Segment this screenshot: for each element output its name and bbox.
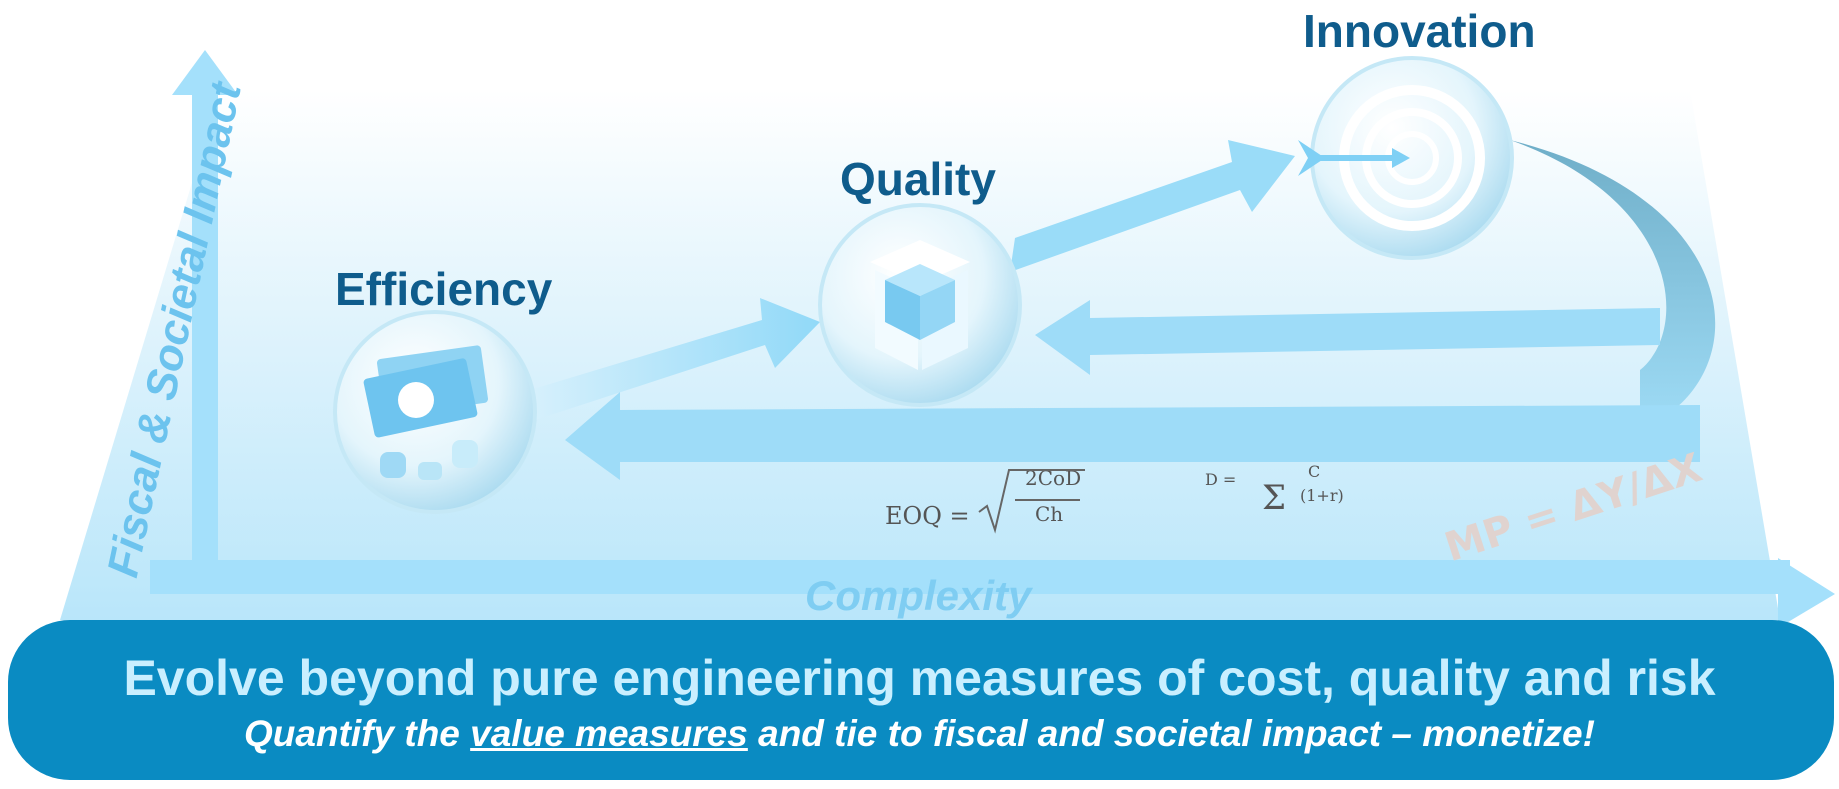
formula-eoq-denominator: Ch [1035, 502, 1064, 526]
banner-subtitle-post: and tie to fiscal and societal impact – … [747, 713, 1595, 754]
banner-subtitle: Quantify the value measures and tie to f… [0, 713, 1839, 755]
node-innovation-bubble [1298, 56, 1514, 260]
formula-eoq-left: EOQ = [885, 502, 970, 530]
arrow-return-to-efficiency [565, 392, 1700, 480]
y-axis-arrowhead [172, 50, 238, 95]
arrow-return-to-quality [1035, 300, 1660, 375]
x-axis-arrowhead [1778, 558, 1835, 628]
x-axis-shaft [150, 560, 1790, 594]
node-quality-bubble [818, 203, 1022, 407]
formula-npv-numerator: C [1308, 462, 1321, 481]
banner-subtitle-pre: Quantify the [244, 713, 471, 754]
arrow-quality-to-innovation [1010, 140, 1295, 272]
formula-npv-denominator: (1+r) [1300, 486, 1344, 505]
curve-return-arrow [1510, 140, 1716, 430]
banner-subtitle-underlined: value measures [470, 713, 748, 754]
y-axis-shaft [192, 88, 218, 578]
formula-npv-left: D = [1205, 470, 1237, 489]
node-label-innovation: Innovation [1303, 5, 1536, 57]
node-label-efficiency: Efficiency [335, 263, 553, 315]
formula-npv-sigma: Σ [1262, 478, 1287, 518]
node-label-quality: Quality [840, 153, 996, 205]
formula-eoq-radical [978, 469, 1085, 534]
arrow-efficiency-to-quality [520, 298, 820, 425]
summary-banner [8, 620, 1834, 780]
node-efficiency-bubble [333, 310, 537, 514]
banner-title: Evolve beyond pure engineering measures … [123, 650, 1716, 706]
x-axis-label: Complexity [805, 572, 1032, 619]
